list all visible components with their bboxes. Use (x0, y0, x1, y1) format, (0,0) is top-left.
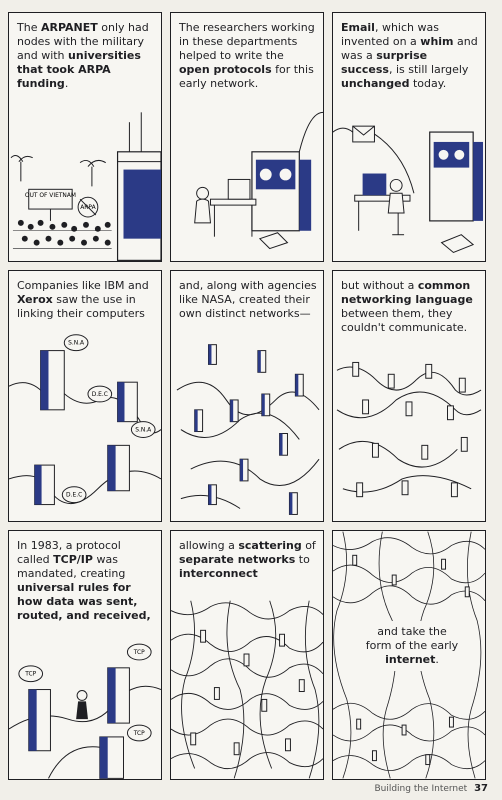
caption-segment: whim (420, 35, 454, 48)
caption-segment: IBM (104, 279, 125, 292)
caption-segment: today. (409, 77, 447, 90)
caption-segment: was mandated, creating (17, 553, 126, 580)
interconnected-networks-illustration (171, 600, 323, 779)
page-footer: Building the Internet 37 (374, 783, 488, 794)
caption-segment: scattering (238, 539, 302, 552)
researcher-computer-illustration (194, 111, 323, 250)
caption-segment: to (295, 553, 310, 566)
caption-email: Email, which was invented on a whim and … (341, 21, 479, 91)
caption-segment: universities that took ARPA funding (17, 49, 141, 90)
panel-no-common-language: but without a common networking language… (332, 270, 486, 522)
caption-segment: internet (385, 653, 436, 666)
caption-segment: only had nodes with the military and wit… (17, 21, 149, 62)
panel-grid: The ARPANET only had nodes with the mili… (8, 12, 486, 780)
chapter-title: Building the Internet (374, 784, 468, 794)
caption-segment: unchanged (341, 77, 410, 90)
caption-segment: saw the use in linking their computers (17, 293, 145, 320)
tcp-bubble-2: TCP (133, 650, 145, 656)
caption-segment: In 1983, a protocol called (17, 539, 121, 566)
panel-email: Email, which was invented on a whim and … (332, 12, 486, 262)
caption-early-internet: and take the form of the early internet. (363, 621, 461, 671)
dec-bubble-1: D.E.C (92, 392, 108, 398)
sna-bubble-2: S.N.A (135, 428, 151, 434)
caption-segment: Xerox (17, 293, 53, 306)
caption-segment: TCP/IP (53, 553, 93, 566)
caption-arpanet: The ARPANET only had nodes with the mili… (17, 21, 155, 91)
tcp-bubble-3: TCP (133, 731, 145, 737)
panel-companies: Companies like IBM and Xerox saw the use… (8, 270, 162, 522)
caption-segment: open protocols (179, 63, 272, 76)
sna-bubble-1: S.N.A (68, 341, 84, 347)
caption-segment: for how data was sent, routed, and recei… (17, 581, 151, 622)
caption-segment: common networking language (341, 279, 473, 306)
panel-researchers: The researchers working in these departm… (170, 12, 324, 262)
protest-sign-text: OUT OF VIETNAM (25, 193, 76, 199)
disconnected-networks-illustration (336, 361, 482, 498)
company-towers-illustration: S.N.A D.E.C S.N.A D.E.C (9, 334, 161, 506)
dec-bubble-2: D.E.C (66, 493, 82, 499)
distinct-networks-illustration (176, 344, 320, 515)
panel-early-internet: and take the form of the early internet. (332, 530, 486, 780)
caption-segment: and take the form of the early (365, 625, 459, 652)
caption-agencies: and, along with agencies like NASA, crea… (179, 279, 317, 321)
caption-segment: separate networks (179, 553, 296, 566)
caption-segment: . (435, 653, 439, 666)
page-number: 37 (474, 783, 488, 794)
caption-segment: and, along with agencies like NASA, crea… (179, 279, 317, 320)
arpa-tag-text: ARPA (80, 205, 95, 211)
caption-segment: interconnect (179, 567, 258, 580)
caption-segment: Companies like (17, 279, 105, 292)
caption-segment: universal rules (17, 581, 110, 594)
caption-no-common-language: but without a common networking language… (341, 279, 479, 335)
caption-segment: but without a (341, 279, 418, 292)
caption-segment: , which was invented on a (341, 21, 439, 48)
tcp-bubble-1: TCP (24, 672, 36, 678)
caption-segment: for this early network. (179, 63, 314, 90)
caption-segment: and (124, 279, 149, 292)
caption-segment: allowing a (179, 539, 239, 552)
caption-interconnect: allowing a scattering of separate networ… (179, 539, 317, 581)
panel-arpanet: The ARPANET only had nodes with the mili… (8, 12, 162, 262)
tcpip-towers-illustration: TCP TCP TCP (9, 643, 161, 779)
caption-segment: between them, they couldn't communicate. (341, 307, 468, 334)
caption-segment: of (301, 539, 316, 552)
email-terminal-illustration (333, 125, 484, 254)
caption-segment: ARPANET (40, 21, 98, 34)
caption-segment: . (64, 77, 69, 90)
caption-segment: The (17, 21, 41, 34)
caption-tcpip: In 1983, a protocol called TCP/IP was ma… (17, 539, 155, 623)
early-internet-mesh-illustration (333, 531, 485, 779)
caption-segment: , is still largely (388, 63, 469, 76)
caption-researchers: The researchers working in these departm… (179, 21, 317, 91)
panel-tcpip: In 1983, a protocol called TCP/IP was ma… (8, 530, 162, 780)
panel-agencies: and, along with agencies like NASA, crea… (170, 270, 324, 522)
caption-segment: surprise success (341, 49, 428, 76)
caption-companies: Companies like IBM and Xerox saw the use… (17, 279, 155, 321)
arpanet-protest-illustration: OUT OF VIETNAM ARPA (10, 112, 161, 261)
panel-interconnect: allowing a scattering of separate networ… (170, 530, 324, 780)
caption-segment: The researchers working in these departm… (179, 21, 315, 62)
caption-segment: and was a (341, 35, 478, 62)
caption-segment: Email (341, 21, 375, 34)
